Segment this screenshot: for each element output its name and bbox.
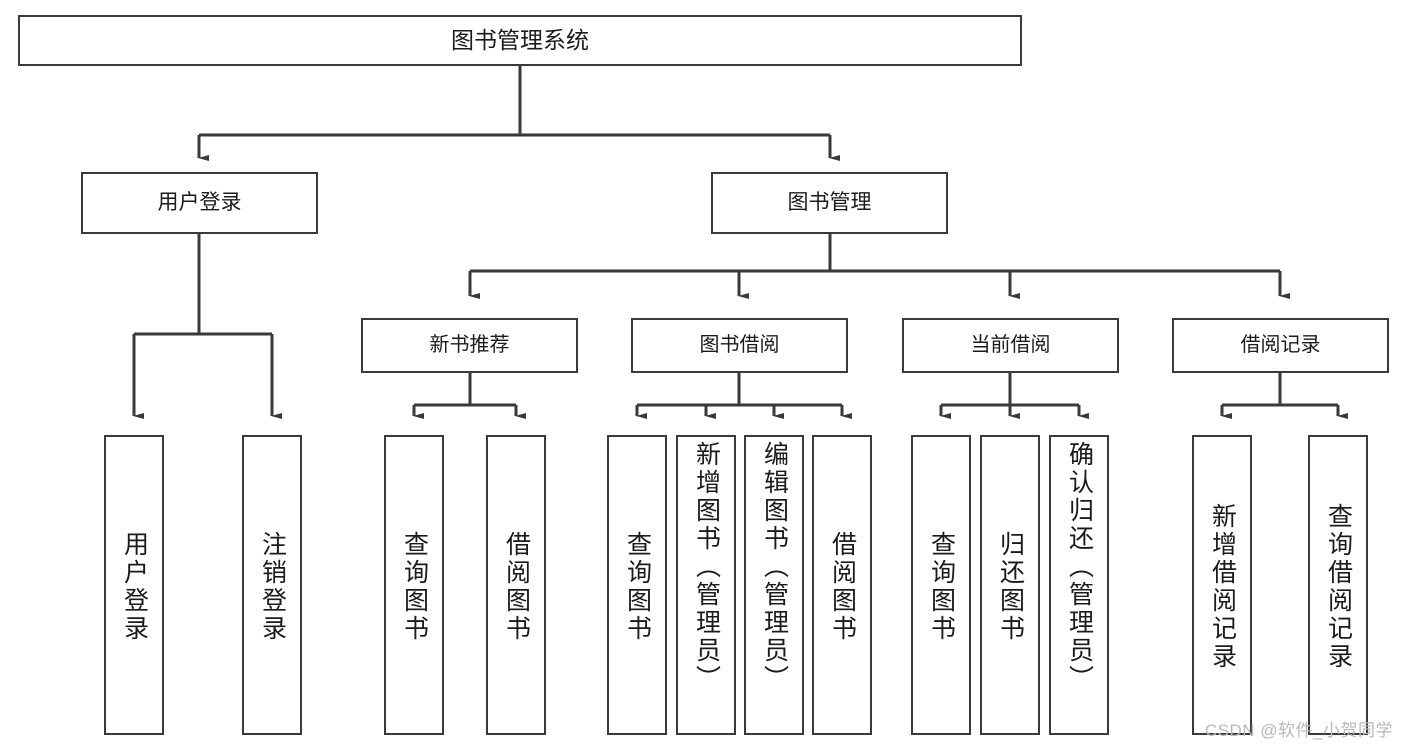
node-label: 用户登录 bbox=[120, 531, 149, 643]
node-new-book-recommend[interactable]: 新书推荐 bbox=[361, 318, 578, 373]
node-label: 查询图书 bbox=[927, 531, 956, 643]
csdn-watermark: CSDN @软件_小贺同学 bbox=[1204, 721, 1393, 740]
node-book-borrow[interactable]: 图书借阅 bbox=[631, 318, 848, 373]
leaf-add-book-admin[interactable]: 新增图书（管理员） bbox=[676, 435, 736, 735]
leaf-confirm-return-admin[interactable]: 确认归还（管理员） bbox=[1049, 435, 1109, 735]
leaf-user-logout[interactable]: 注销登录 bbox=[242, 435, 302, 735]
node-book-management[interactable]: 图书管理 bbox=[711, 172, 948, 234]
leaf-return-book[interactable]: 归还图书 bbox=[980, 435, 1040, 735]
node-label: 注销登录 bbox=[258, 531, 287, 643]
leaf-edit-book-admin[interactable]: 编辑图书（管理员） bbox=[744, 435, 804, 735]
node-label: 确认归还（管理员） bbox=[1065, 441, 1094, 693]
leaf-query-book-borrow[interactable]: 查询图书 bbox=[607, 435, 667, 735]
node-label: 图书借阅 bbox=[699, 333, 780, 356]
leaf-user-login[interactable]: 用户登录 bbox=[104, 435, 164, 735]
node-borrow-record[interactable]: 借阅记录 bbox=[1172, 318, 1389, 373]
leaf-query-borrow-record[interactable]: 查询借阅记录 bbox=[1308, 435, 1368, 735]
node-label: 新书推荐 bbox=[429, 333, 510, 356]
leaf-query-book-recommend[interactable]: 查询图书 bbox=[384, 435, 444, 735]
node-label: 新增图书（管理员） bbox=[692, 441, 721, 693]
leaf-borrow-book-recommend[interactable]: 借阅图书 bbox=[486, 435, 546, 735]
node-label: 查询图书 bbox=[623, 531, 652, 643]
node-current-borrow[interactable]: 当前借阅 bbox=[902, 318, 1119, 373]
node-label: 查询图书 bbox=[400, 531, 429, 643]
node-label: 借阅图书 bbox=[502, 531, 531, 643]
leaf-add-borrow-record[interactable]: 新增借阅记录 bbox=[1192, 435, 1252, 735]
leaf-borrow-book[interactable]: 借阅图书 bbox=[812, 435, 872, 735]
node-label: 编辑图书（管理员） bbox=[760, 441, 789, 693]
node-label: 借阅图书 bbox=[828, 531, 857, 643]
leaf-query-book-current[interactable]: 查询图书 bbox=[911, 435, 971, 735]
node-label: 图书管理 bbox=[787, 190, 872, 214]
node-label: 查询借阅记录 bbox=[1324, 503, 1353, 671]
node-label: 归还图书 bbox=[996, 531, 1025, 643]
node-label: 新增借阅记录 bbox=[1208, 503, 1237, 671]
node-label: 当前借阅 bbox=[970, 333, 1051, 356]
node-label: 用户登录 bbox=[157, 190, 242, 214]
node-root-system[interactable]: 图书管理系统 bbox=[18, 15, 1022, 66]
node-user-login[interactable]: 用户登录 bbox=[81, 172, 318, 234]
node-label: 图书管理系统 bbox=[451, 26, 589, 53]
node-label: 借阅记录 bbox=[1240, 333, 1321, 356]
